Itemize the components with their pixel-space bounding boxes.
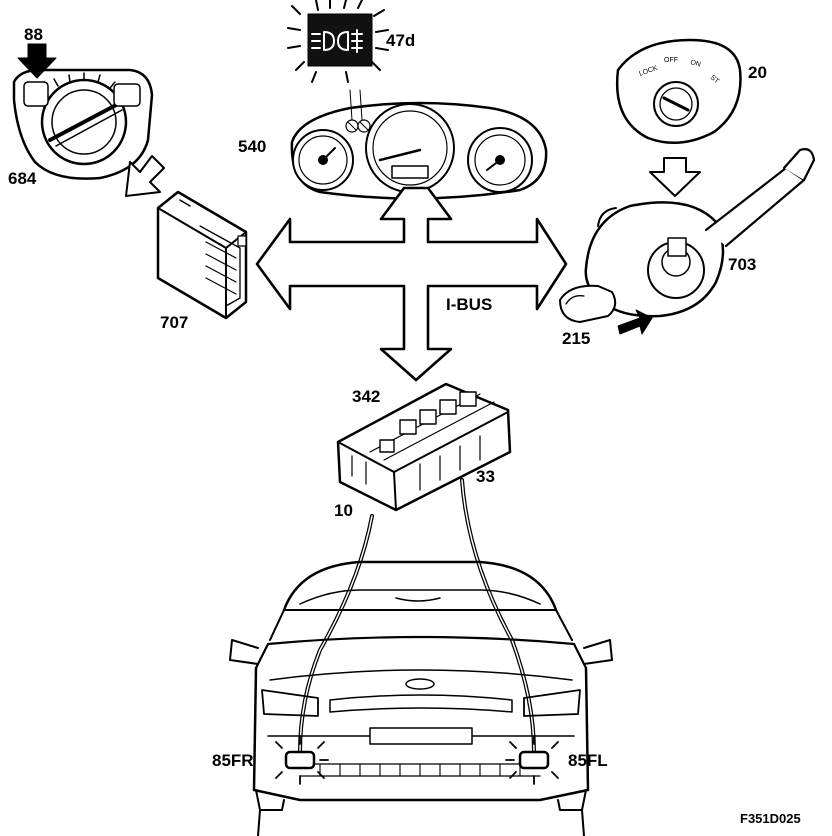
ignition-position-label: ST: [709, 74, 721, 86]
harness-wire-10-inner: [299, 515, 373, 753]
arrow-icon: [125, 155, 165, 197]
label-ibus: I-BUS: [446, 295, 493, 314]
lamp-glow-icon: [287, 0, 389, 83]
label-47d: 47d: [386, 31, 416, 50]
label-10: 10: [334, 501, 353, 520]
arrow-icon: [17, 43, 57, 79]
fog-lamp-right: [284, 750, 316, 770]
label-703: 703: [728, 255, 757, 274]
light-switch-panel: [12, 68, 154, 180]
fog-lamp-left: [518, 750, 550, 770]
arrow-icon: [649, 157, 701, 197]
label-540: 540: [238, 137, 267, 156]
arrow-icon: [617, 309, 653, 335]
label-215: 215: [562, 329, 591, 348]
label-707: 707: [160, 313, 189, 332]
lamp-glow-icon: [275, 735, 559, 785]
instrument-cluster: [290, 89, 548, 200]
ignition-switch: [615, 38, 742, 144]
car-front-view: [229, 560, 613, 836]
ibus-cross-arrows: [255, 186, 568, 382]
steering-column-switch: [559, 148, 816, 323]
label-88: 88: [24, 25, 43, 44]
fog-lamp-icon: [311, 29, 363, 53]
label-684: 684: [8, 169, 37, 188]
label-20: 20: [748, 63, 767, 82]
ignition-position-label: ON: [689, 59, 701, 68]
control-module: [156, 190, 248, 320]
label-85FR: 85FR: [212, 751, 254, 770]
fuse-relay-box: [336, 382, 512, 512]
label-85FL: 85FL: [568, 751, 608, 770]
label-33: 33: [476, 467, 495, 486]
harness-wire-33-inner: [461, 479, 535, 753]
label-342: 342: [352, 387, 381, 406]
figure-reference: F351D025: [740, 811, 801, 826]
ignition-position-label: OFF: [664, 57, 678, 64]
